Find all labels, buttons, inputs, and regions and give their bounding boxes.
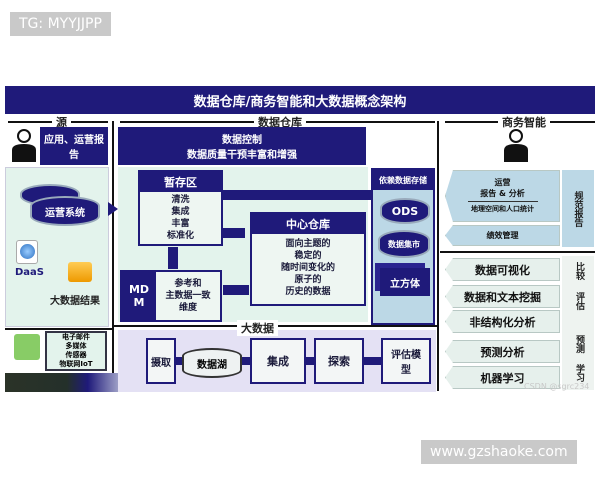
- watermark-bottom-right: www.gzshaoke.com: [421, 440, 577, 464]
- central-desc: 随时间变化的: [280, 263, 335, 273]
- ops-system: 运营系统: [30, 196, 100, 226]
- data-control-box: 数据控制数据质量干预丰富和增强: [118, 127, 366, 165]
- side-top: 规范报告: [562, 170, 594, 247]
- flow-arrow: [223, 190, 373, 200]
- central-desc: 原子的: [294, 275, 322, 285]
- csdn-watermark: CSDN @sgrc234: [524, 382, 590, 391]
- divider: [5, 328, 113, 330]
- side-top-label: 规范报告: [572, 190, 583, 227]
- side-label: 预测: [574, 335, 584, 353]
- user-icon: [12, 129, 36, 162]
- cube: 立方体: [380, 268, 430, 296]
- unstructured-sources: 电子邮件多媒体传感器物联网IoT: [45, 331, 107, 371]
- mdm-box: MDM 参考和主数据一致维度: [120, 270, 222, 322]
- staging-item: 标准化: [166, 231, 194, 241]
- dependent-storage-title: 依赖数据存储: [373, 170, 433, 190]
- flow-arrow: [223, 285, 249, 295]
- watermark-top-left: TG: MYYJJPP: [10, 12, 111, 36]
- app-reports-box: 应用、运营报告: [40, 127, 108, 165]
- mdm-desc: 主数据一致: [165, 291, 211, 301]
- mdm-desc: 参考和: [174, 279, 202, 289]
- ods-store: ODS: [380, 198, 430, 224]
- data-mart: 数据集市: [378, 230, 430, 258]
- globe-icon: [14, 334, 40, 360]
- diagram-title: 数据仓库/商务智能和大数据概念架构: [5, 86, 595, 114]
- source-email: 电子邮件: [62, 333, 90, 341]
- central-warehouse-box: 中心仓库 面向主题的稳定的随时间变化的原子的历史的数据: [250, 212, 366, 306]
- central-desc: 历史的数据: [285, 287, 331, 297]
- source-iot: 物联网IoT: [59, 360, 93, 368]
- ingest-box: 摄取: [146, 338, 176, 384]
- bi-item: 预测分析: [445, 340, 560, 363]
- bi-item: 数据可视化: [445, 258, 560, 281]
- divider: [440, 251, 595, 253]
- explore-box: 探索: [314, 338, 364, 384]
- central-title: 中心仓库: [252, 214, 364, 234]
- staging-item: 清洗: [171, 195, 190, 205]
- section-source: 源: [52, 114, 71, 130]
- daas-label: DaaS: [15, 267, 44, 278]
- video-thumbnail-overlay: [5, 373, 143, 392]
- user-icon: [504, 129, 528, 162]
- side-bottom: [562, 256, 594, 390]
- side-label: 评估: [574, 292, 584, 310]
- data-control-title: 数据控制: [222, 135, 262, 146]
- ops-report-label: 报告 & 分析: [480, 189, 525, 198]
- side-label: 比较: [574, 262, 584, 280]
- mdm-label: MDM: [122, 272, 156, 320]
- section-bi: 商务智能: [498, 114, 550, 130]
- section-bigdata: 大数据: [237, 320, 278, 336]
- flow-arrow: [223, 228, 245, 238]
- ops-report-item: 运营报告 & 分析地理空间和人口统计: [445, 170, 560, 222]
- section-warehouse: 数据仓库: [254, 114, 306, 130]
- bi-item: 机器学习: [445, 366, 560, 389]
- perf-mgmt-item: 绩效管理: [445, 225, 560, 246]
- central-desc: 面向主题的: [285, 239, 331, 249]
- source-media: 多媒体: [65, 342, 87, 350]
- data-control-desc: 数据质量干预丰富和增强: [187, 150, 297, 161]
- integrate-box: 集成: [250, 338, 306, 384]
- divider: [112, 121, 114, 391]
- source-sensor: 传感器: [65, 351, 87, 359]
- staging-box: 暂存区 清洗集成丰富标准化: [138, 170, 223, 246]
- arrow-icon: [108, 202, 118, 216]
- mdm-desc: 维度: [178, 303, 197, 313]
- staging-item: 丰富: [171, 219, 190, 229]
- geo-label: 地理空间和人口统计: [471, 205, 534, 213]
- globe-icon: [16, 240, 38, 264]
- side-label: 学习: [574, 364, 584, 382]
- bi-item: 数据和文本挖掘: [445, 285, 560, 308]
- folder-icon: [68, 262, 92, 282]
- evaluate-model-box: 评估模型: [381, 338, 431, 384]
- divider: [437, 121, 439, 391]
- flow-arrow: [168, 247, 178, 269]
- data-lake: 数据湖: [182, 348, 242, 378]
- bi-item: 非结构化分析: [445, 310, 560, 333]
- central-desc: 稳定的: [294, 251, 322, 261]
- staging-item: 集成: [171, 207, 190, 217]
- staging-title: 暂存区: [140, 172, 221, 192]
- bigdata-results-label: 大数据结果: [50, 296, 100, 307]
- ops-report-label: 运营: [494, 178, 511, 187]
